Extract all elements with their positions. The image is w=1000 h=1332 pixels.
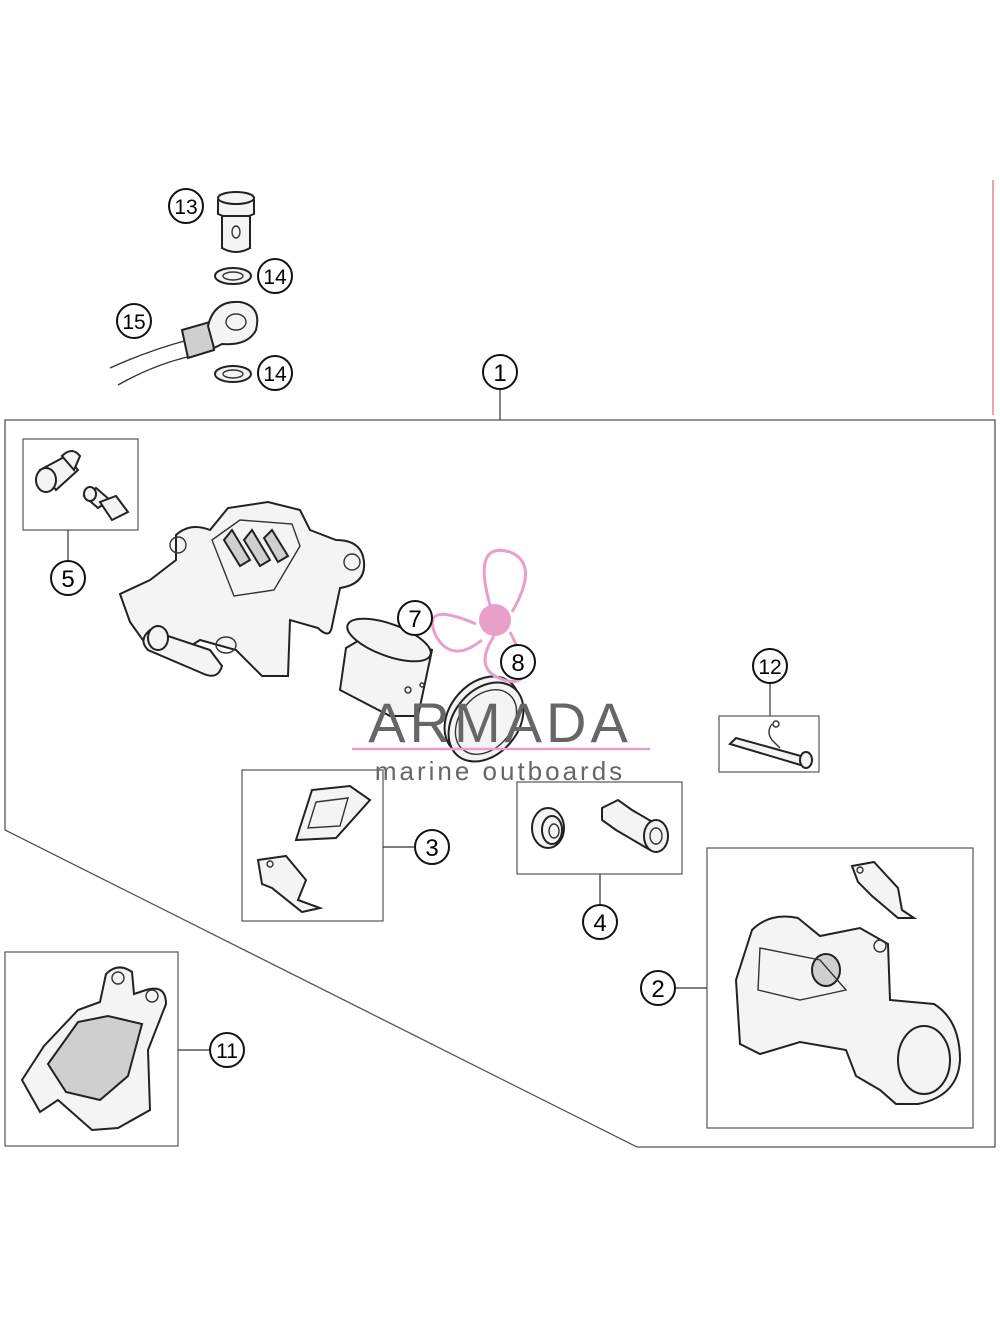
callout-11: 11 [209, 1032, 245, 1068]
callout-12-label: 12 [758, 656, 781, 679]
banjo-bolt-13 [217, 191, 255, 253]
callout-3: 3 [414, 829, 450, 865]
bleeder-screw [82, 486, 130, 522]
box-11 [4, 951, 179, 1147]
callout-7: 7 [397, 600, 433, 636]
callout-14-lower-label: 14 [263, 363, 287, 386]
callout-14-upper: 14 [257, 258, 293, 294]
copper-washer-upper [214, 267, 252, 285]
caliper-housing [118, 500, 366, 677]
callout-8-label: 8 [511, 650, 524, 677]
assembly-outline [4, 419, 996, 1148]
callout-3-label: 3 [425, 835, 438, 862]
pad-spring [294, 784, 372, 842]
piston-seal-8 [443, 675, 525, 763]
callout-5: 5 [50, 560, 86, 596]
callout-12: 12 [752, 648, 788, 684]
watermark-tagline: marine outboards [375, 756, 625, 786]
rubber-boot [531, 807, 565, 849]
callout-15-label: 15 [122, 311, 145, 334]
callout-11-label: 11 [216, 1040, 238, 1063]
box-3 [241, 769, 384, 922]
guide-pin [728, 720, 813, 769]
callout-14-lower: 14 [257, 355, 293, 391]
callout-2-label: 2 [651, 976, 664, 1003]
support-bracket [734, 860, 962, 1105]
callout-15: 15 [116, 303, 152, 339]
box-12 [718, 715, 820, 773]
brake-hose-15 [109, 300, 259, 386]
armada-watermark: ARMADA marine outboards [352, 548, 650, 786]
brake-pad-pair [20, 966, 168, 1132]
callout-8: 8 [500, 644, 536, 680]
callout-14-upper-label: 14 [263, 266, 287, 289]
callout-1: 1 [482, 354, 518, 390]
bleeder-cap [35, 450, 82, 493]
callout-5-label: 5 [61, 566, 74, 593]
pad-retainer [256, 854, 324, 914]
callout-2: 2 [640, 970, 676, 1006]
bushing-sleeve [601, 798, 669, 853]
callout-4-label: 4 [593, 910, 606, 937]
callout-13: 13 [168, 188, 204, 224]
piston-7 [338, 617, 434, 717]
callout-7-label: 7 [408, 606, 421, 633]
callout-1-label: 1 [493, 360, 506, 387]
box-5 [22, 438, 139, 531]
callout-13-label: 13 [174, 196, 197, 219]
callout-4: 4 [582, 904, 618, 940]
copper-washer-lower [214, 365, 252, 383]
watermark-brand: ARMADA [368, 691, 632, 754]
